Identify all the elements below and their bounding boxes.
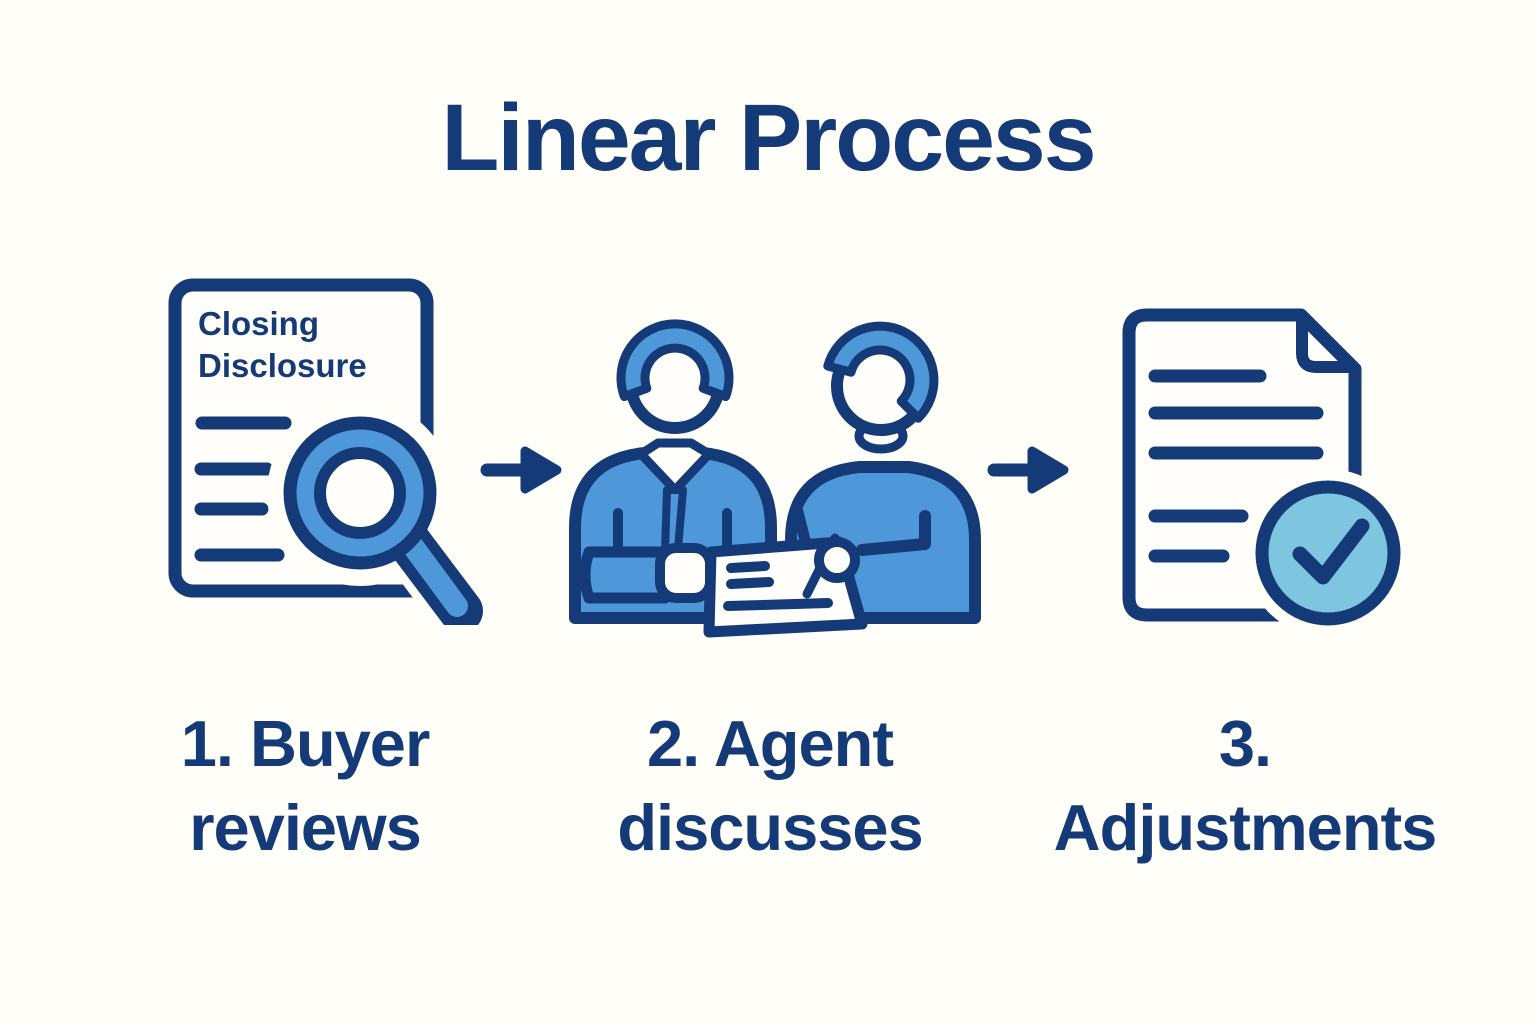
document-text-lines: [1148, 369, 1324, 563]
folded-corner: [1296, 317, 1353, 373]
arrow-right-icon: [987, 446, 1069, 494]
buyer-hand-with-pen: [802, 533, 860, 599]
check-circle-halo: [1244, 469, 1412, 635]
document-text-lines: [194, 416, 292, 562]
closing-disclosure-title-line2: Disclosure: [198, 347, 367, 384]
step-label-buyer-reviews: 1. Buyer reviews: [180, 707, 431, 864]
document-magnifier-icon: Closing Disclosure: [168, 278, 485, 625]
agent-hair: [616, 319, 734, 401]
arrow-right-icon: [480, 446, 562, 494]
page-title: Linear Process: [441, 85, 1096, 191]
magnifier-icon: [283, 416, 483, 625]
agent-hand: [655, 543, 715, 603]
step-label-agent-discusses: 2. Agent discusses: [617, 707, 923, 864]
step-label-adjustments: 3. Adjustments: [1053, 707, 1438, 864]
closing-disclosure-title-line1: Closing: [198, 305, 319, 342]
buyer-hair: [823, 321, 939, 423]
checkmark-icon: [1255, 480, 1401, 626]
agents-discussion-icon: [569, 319, 981, 638]
approved-document-icon: [1122, 308, 1412, 635]
agent-person: [569, 319, 777, 624]
buyer-person: [785, 321, 981, 624]
